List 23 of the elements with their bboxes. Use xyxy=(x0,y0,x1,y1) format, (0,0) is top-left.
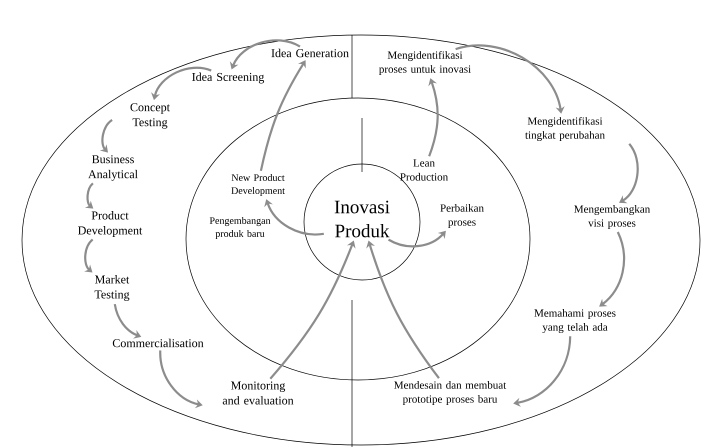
curved-arrow xyxy=(260,60,306,172)
step-label: Mendesain dan membuat prototipe proses baru xyxy=(394,381,506,405)
step-label: Business Analytical xyxy=(88,155,138,181)
step-label: Commercialisation xyxy=(112,338,204,348)
step-label: Perbaikan proses xyxy=(440,204,484,228)
step-label: Concept Testing xyxy=(130,103,170,129)
step-label: Product Development xyxy=(78,211,142,237)
step-label: Mengidentifikasi proses untuk inovasi xyxy=(379,50,471,76)
step-label: Pengembangan produk baru xyxy=(210,216,270,240)
step-label: Idea Screening xyxy=(192,72,264,84)
step-label: Monitoring and evaluation xyxy=(222,381,294,405)
title-label: Inovasi Produk xyxy=(334,200,390,238)
curved-arrow xyxy=(619,143,639,204)
step-label: Mengidentifikasi tingkat perubahan xyxy=(525,116,605,142)
curved-arrow xyxy=(366,240,440,379)
curved-arrow xyxy=(599,232,626,307)
step-label: Mengembangkan visi proses xyxy=(574,205,650,229)
step-label: Lean Production xyxy=(400,159,448,181)
curved-arrow xyxy=(388,230,446,248)
step-label: Memahami proses yang telah ada xyxy=(534,309,616,333)
step-label: Idea Generation xyxy=(271,48,349,58)
step-label: Market Testing xyxy=(94,275,130,301)
step-label: New Product Development xyxy=(231,174,285,196)
